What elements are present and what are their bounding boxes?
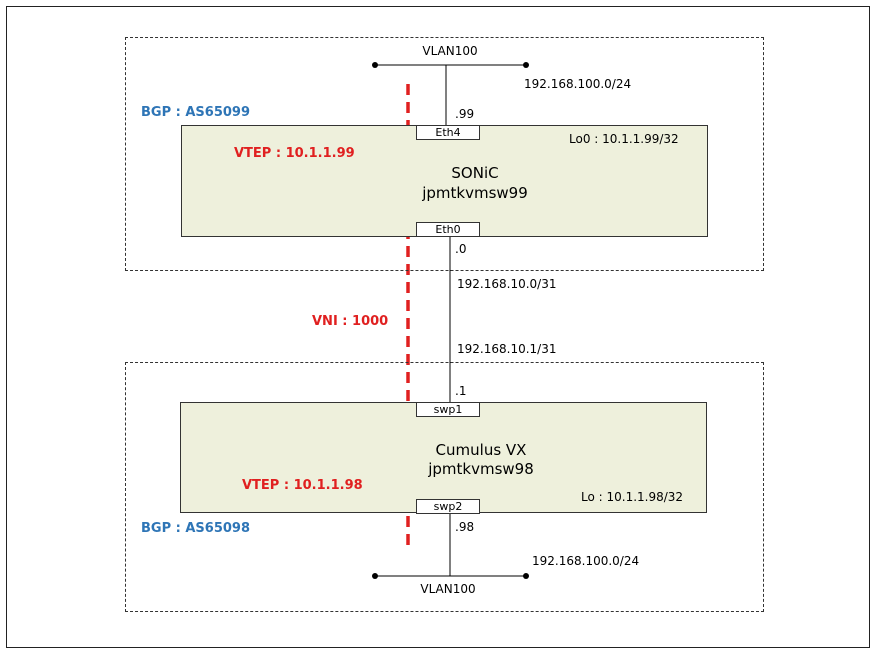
bottom-downlink-ip: .98 [455, 520, 475, 534]
link-subnet-bottom: 192.168.10.1/31 [457, 342, 557, 356]
bottom-vlan-endpoint-right [523, 573, 529, 579]
bottom-vlan-subnet: 192.168.100.0/24 [532, 554, 640, 568]
top-vlan-label: VLAN100 [422, 44, 478, 58]
top-downlink-port[interactable]: Eth0 [416, 222, 480, 237]
top-site-zone [125, 37, 764, 271]
top-vlan-endpoint-right [523, 62, 529, 68]
top-loopback: Lo0 : 10.1.1.99/32 [569, 132, 679, 146]
bottom-bgp-label: BGP : AS65098 [141, 521, 251, 536]
bottom-site-zone [125, 362, 764, 612]
bottom-uplink-ip: .1 [455, 384, 467, 398]
sonic-os-name: SONiC [451, 164, 499, 182]
top-vlan-subnet: 192.168.100.0/24 [524, 77, 632, 91]
bottom-vlan-label: VLAN100 [420, 582, 476, 596]
top-vlan-endpoint-left [372, 62, 378, 68]
top-downlink-ip: .0 [455, 242, 467, 256]
diagram-frame [6, 6, 870, 648]
bottom-downlink-port[interactable]: swp2 [416, 499, 480, 514]
bottom-uplink-port[interactable]: swp1 [416, 402, 480, 417]
top-uplink-ip: .99 [455, 107, 475, 121]
bottom-vtep-label: VTEP : 10.1.1.98 [242, 478, 363, 493]
top-bgp-label: BGP : AS65099 [141, 105, 251, 120]
cumulus-hostname: jpmtkvmsw98 [428, 460, 534, 478]
link-subnet-top: 192.168.10.0/31 [457, 277, 557, 291]
bottom-vlan-endpoint-left [372, 573, 378, 579]
top-uplink-port[interactable]: Eth4 [416, 125, 480, 140]
sonic-hostname: jpmtkvmsw99 [422, 184, 528, 202]
cumulus-os-name: Cumulus VX [435, 441, 527, 459]
vni-label: VNI : 1000 [312, 314, 389, 329]
top-vtep-label: VTEP : 10.1.1.99 [234, 146, 355, 161]
bottom-loopback: Lo : 10.1.1.98/32 [581, 490, 684, 504]
